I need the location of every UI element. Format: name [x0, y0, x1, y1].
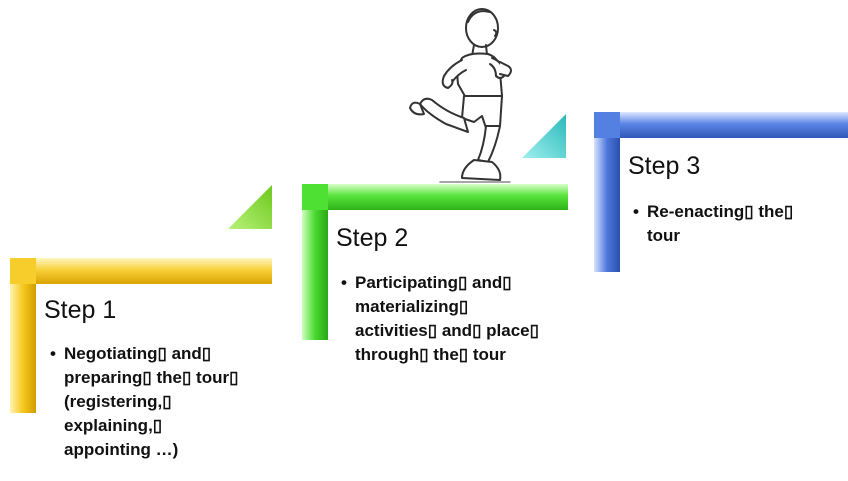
step2-line-1: Participating▯ and▯	[355, 273, 512, 292]
step3-bracket	[594, 112, 848, 272]
step3-line-2: tour	[647, 226, 681, 245]
step2-bullet-list: Participating▯ and▯ materializing▯ activ…	[341, 271, 539, 367]
step2-bullet: Participating▯ and▯ materializing▯ activ…	[341, 271, 539, 367]
running-person-icon	[409, 8, 512, 183]
step2-bracket	[302, 184, 568, 340]
step3-title: Step 3	[628, 152, 701, 180]
step2-line-4: through▯ the▯ tour	[355, 345, 506, 364]
step1-line-1: Negotiating▯ and▯	[64, 344, 212, 363]
step2-title: Step 2	[336, 224, 409, 252]
step2-line-2: materializing▯	[355, 297, 469, 316]
step1-bullet-list: Negotiating▯ and▯ preparing▯ the▯ tour▯ …	[50, 342, 238, 462]
step1-line-4: explaining,▯	[64, 416, 163, 435]
step1-line-2: preparing▯ the▯ tour▯	[64, 368, 239, 387]
step3-bullet-list: Re-enacting▯ the▯ tour	[633, 200, 793, 248]
step3-bullet: Re-enacting▯ the▯ tour	[633, 200, 793, 248]
step2-line-3: activities▯ and▯ place▯	[355, 321, 539, 340]
step1-line-3: (registering,▯	[64, 392, 172, 411]
step2-triangle	[522, 114, 566, 158]
step1-triangle	[228, 185, 272, 229]
step1-line-5: appointing …)	[64, 440, 179, 459]
step1-title: Step 1	[44, 296, 117, 324]
step1-bullet: Negotiating▯ and▯ preparing▯ the▯ tour▯ …	[50, 342, 238, 462]
step3-line-1: Re-enacting▯ the▯	[647, 202, 794, 221]
step1-bracket	[10, 258, 272, 413]
